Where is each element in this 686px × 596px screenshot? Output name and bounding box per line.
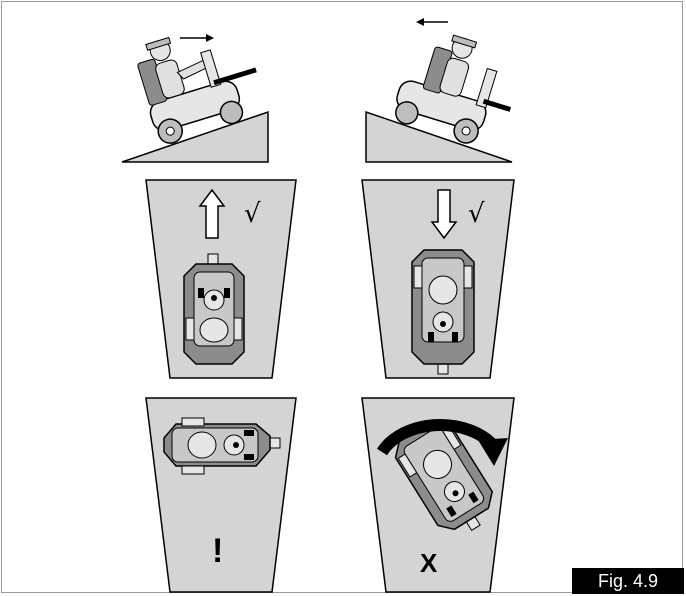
rotation-arrow-icon [376,419,508,466]
check-mark-downhill: √ [468,199,485,229]
check-mark-uphill: √ [244,199,261,229]
forbidden-mark: X [420,548,438,578]
scooter-uphill-illustration [121,34,269,163]
scooter-downhill-illustration [365,18,513,163]
warning-mark: ! [212,532,223,570]
scooter-topview-turning [394,419,494,532]
arrow-down-icon [430,189,458,240]
arrow-up-icon [198,188,226,239]
scooter-topview-uphill [183,253,245,365]
figure-label: Fig. 4.9 [572,568,684,594]
scooter-topview-downhill [411,249,475,375]
scooter-topview-sideways [163,417,281,475]
